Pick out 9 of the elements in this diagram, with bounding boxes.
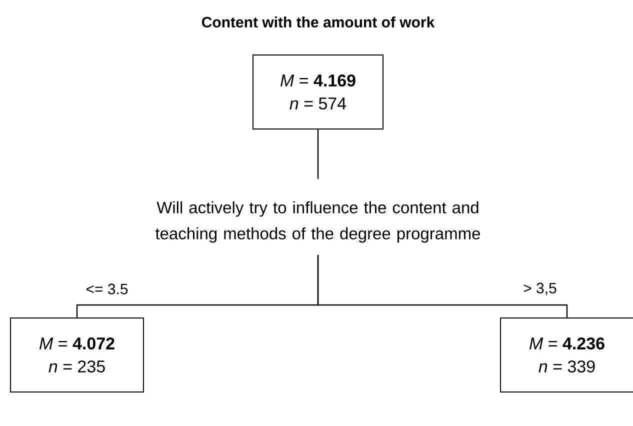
connector-line (317, 130, 319, 180)
title: Content with the amount of work (202, 16, 435, 28)
result-box: M = 4.236 n = 339 (500, 318, 633, 392)
result-box: M = 4.169 n = 574 (252, 54, 384, 130)
result-box: M = 4.072 n = 235 (10, 318, 144, 392)
connector-line (317, 254, 568, 318)
split-question: Will actively try to influence the content and teaching methods of the degree programme (155, 201, 480, 243)
edge-label: <= 3.5 (84, 282, 130, 296)
edge-label: > 3,5 (522, 282, 558, 296)
